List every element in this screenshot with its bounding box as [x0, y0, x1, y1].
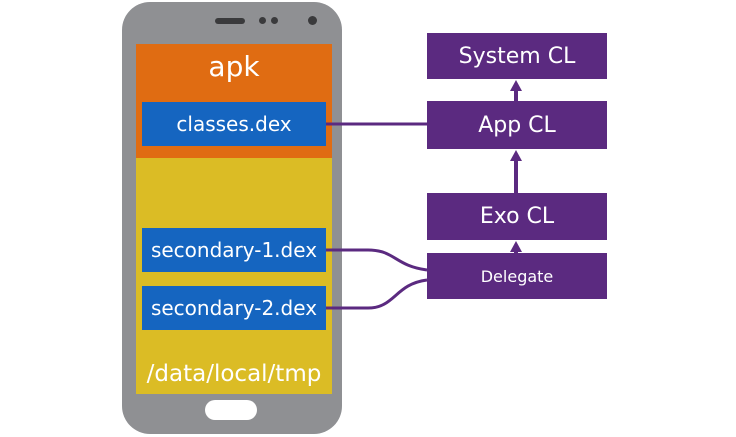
exo-to-app-arrowhead — [510, 150, 522, 161]
phone-front-camera — [308, 16, 317, 25]
system-cl-box: System CL — [427, 33, 607, 79]
secondary2-to-delegate-curve — [326, 278, 428, 310]
tmp-directory-region — [136, 158, 332, 394]
apk-label: apk — [208, 49, 260, 83]
classes-dex-box: classes.dex — [142, 102, 326, 146]
app-cl-box: App CL — [427, 101, 607, 149]
phone-sensor-dot — [271, 17, 278, 24]
delegate-box: Delegate — [427, 253, 607, 299]
secondary-2-dex-box: secondary-2.dex — [142, 286, 326, 330]
secondary-1-dex-box: secondary-1.dex — [142, 228, 326, 272]
tmp-path-label: /data/local/tmp — [146, 361, 322, 387]
home-button — [205, 400, 257, 420]
exo-cl-box: Exo CL — [427, 193, 607, 240]
secondary1-to-delegate-curve — [326, 248, 428, 272]
phone-camera-dot — [259, 17, 266, 24]
app-to-system-arrowhead — [510, 80, 522, 91]
phone-speaker — [215, 18, 245, 24]
delegate-to-exo-arrowhead — [510, 241, 522, 252]
